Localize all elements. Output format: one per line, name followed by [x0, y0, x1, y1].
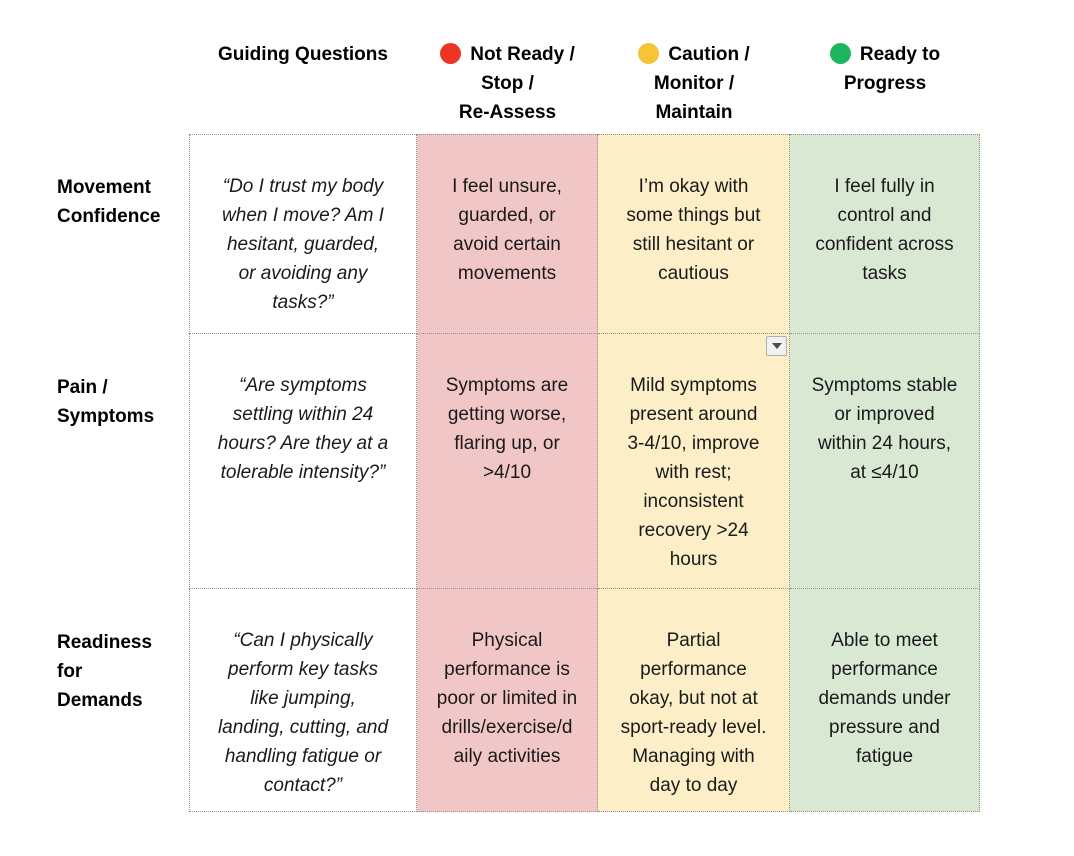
cell-pain-symptoms-question: “Are symptoms settling within 24 hours? …: [189, 334, 417, 589]
ready-dot-icon: [829, 43, 851, 64]
header-ready: Ready to Progress: [790, 38, 980, 134]
cell-movement-confidence-question: “Do I trust my body when I move? Am I he…: [189, 134, 417, 334]
header-not-ready-label: Not Ready / Stop / Re-Assess: [458, 44, 575, 123]
header-guiding-questions: Guiding Questions: [189, 38, 417, 134]
row-label-readiness-for-demands: Readiness for Demands: [57, 632, 153, 711]
cell-readiness-not-ready: Physical performance is poor or limited …: [417, 589, 598, 812]
cell-movement-confidence-ready: I feel fully in control and confident ac…: [790, 134, 980, 334]
row-label-movement-confidence: Movement Confidence: [57, 177, 161, 227]
header-caution-label: Caution / Monitor / Maintain: [653, 44, 750, 123]
row-label-pain-symptoms: Pain / Symptoms: [57, 377, 155, 427]
header-not-ready: Not Ready / Stop / Re-Assess: [417, 38, 598, 134]
cell-pain-symptoms-caution: Mild symptoms present around 3-4/10, imp…: [598, 334, 790, 589]
not-ready-dot-icon: [440, 43, 462, 64]
dropdown-button[interactable]: [766, 336, 787, 356]
header-ready-label: Ready to Progress: [843, 44, 941, 94]
cell-pain-symptoms-ready: Symptoms stable or improved within 24 ho…: [790, 334, 980, 589]
dropdown-arrow-icon: [771, 343, 782, 349]
cell-readiness-question: “Can I physically perform key tasks like…: [189, 589, 417, 812]
cell-readiness-caution: Partial performance okay, but not at spo…: [598, 589, 790, 812]
caution-dot-icon: [638, 43, 660, 64]
readiness-matrix-table: Guiding Questions Not Ready / Stop / Re-…: [50, 38, 980, 812]
cell-readiness-ready: Able to meet performance demands under p…: [790, 589, 980, 812]
header-caution: Caution / Monitor / Maintain: [598, 38, 790, 134]
header-empty-corner: [50, 38, 189, 134]
cell-movement-confidence-caution: I’m okay with some things but still hesi…: [598, 134, 790, 334]
cell-pain-symptoms-caution-text: Mild symptoms present around 3-4/10, imp…: [627, 375, 760, 570]
header-guiding-questions-label: Guiding Questions: [218, 44, 388, 65]
cell-movement-confidence-not-ready: I feel unsure, guarded, or avoid certain…: [417, 134, 598, 334]
cell-pain-symptoms-not-ready: Symptoms are getting worse, flaring up, …: [417, 334, 598, 589]
